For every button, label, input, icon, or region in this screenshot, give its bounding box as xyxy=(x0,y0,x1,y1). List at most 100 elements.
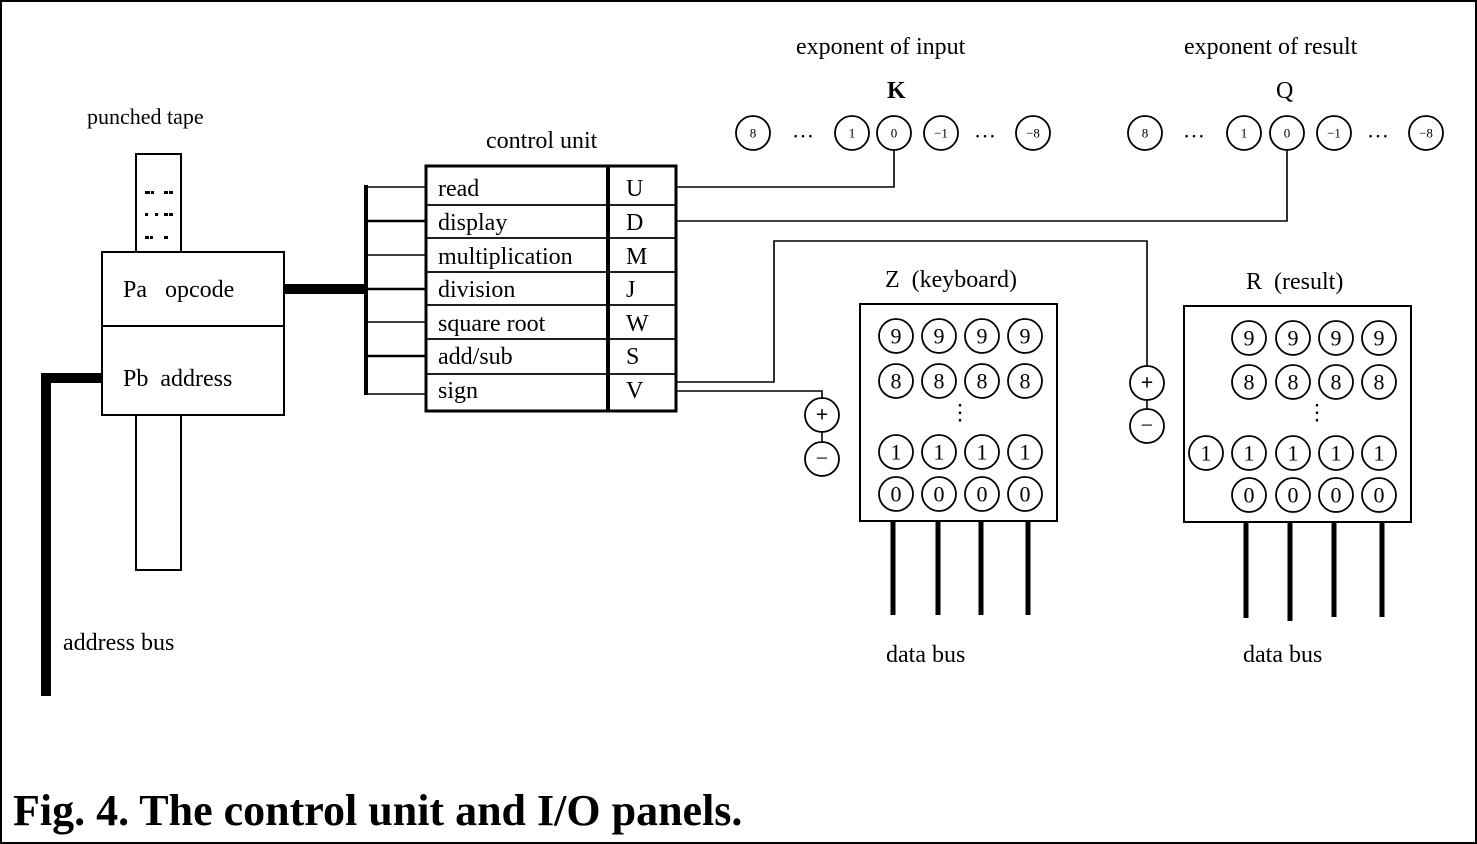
key-rows-ellipsis: ⋮ xyxy=(949,400,971,425)
result-lamp-8 xyxy=(1318,364,1354,400)
result-data-bus-label: data bus xyxy=(1243,642,1322,668)
punched-tape-upper xyxy=(135,153,182,255)
key-0[interactable] xyxy=(921,476,957,512)
key-8[interactable] xyxy=(921,363,957,399)
control-unit-row: read U xyxy=(438,176,643,202)
key-9[interactable] xyxy=(878,318,914,354)
wire-sign-to-result-sign xyxy=(676,240,1148,383)
control-unit-row: sign V xyxy=(438,378,644,404)
exponent-result-lamps: 8 … 1 0 −1 … −8 xyxy=(1127,115,1444,151)
result-minus-lamp xyxy=(1129,408,1165,444)
punched-tape-lower xyxy=(135,414,182,571)
svg-text:9: 9 xyxy=(891,324,902,349)
svg-text:9: 9 xyxy=(934,324,945,349)
code-d: D xyxy=(626,210,643,236)
control-unit-row: display D xyxy=(438,210,643,236)
keyboard-minus-lamp xyxy=(804,441,840,477)
key-1[interactable] xyxy=(964,434,1000,470)
svg-text:1: 1 xyxy=(934,440,945,465)
pb-address-box xyxy=(101,325,285,416)
key-8[interactable] xyxy=(1007,363,1043,399)
punched-tape xyxy=(135,153,182,571)
control-unit-row: division J xyxy=(438,277,635,303)
svg-text:8: 8 xyxy=(1288,370,1299,395)
operation-add-sub: add/sub xyxy=(438,344,513,370)
code-j: J xyxy=(626,277,635,303)
result-row-1: 1 1 1 1 1 xyxy=(1188,435,1397,471)
pb-address-label: Pb address xyxy=(123,366,232,392)
exponent-lamp: 0 xyxy=(1269,115,1305,151)
key-9[interactable] xyxy=(1007,318,1043,354)
key-row-0: 0 0 0 0 xyxy=(878,476,1043,512)
lamp-ellipsis: … xyxy=(1183,118,1205,143)
code-w: W xyxy=(626,311,649,337)
code-s: S xyxy=(626,344,639,370)
keyboard-key-grid[interactable]: 9 9 9 9 8 8 8 8 ⋮ 1 1 1 1 0 0 0 xyxy=(878,318,1043,512)
result-row-8: 8 8 8 8 xyxy=(1231,364,1397,400)
keyboard-data-bus-label: data bus xyxy=(886,642,965,668)
wire-read-to-k xyxy=(676,150,895,188)
svg-text:8: 8 xyxy=(750,126,757,141)
key-0[interactable] xyxy=(964,476,1000,512)
key-0[interactable] xyxy=(878,476,914,512)
result-lamp-9 xyxy=(1361,320,1397,356)
result-lamp-1 xyxy=(1275,435,1311,471)
svg-text:8: 8 xyxy=(1244,370,1255,395)
svg-text:1: 1 xyxy=(1331,441,1342,466)
result-lamp-9 xyxy=(1318,320,1354,356)
svg-text:−8: −8 xyxy=(1026,126,1040,141)
svg-text:1: 1 xyxy=(1244,441,1255,466)
key-9[interactable] xyxy=(921,318,957,354)
svg-text:1: 1 xyxy=(1288,441,1299,466)
exponent-lamp: 1 xyxy=(834,115,870,151)
svg-text:1: 1 xyxy=(891,440,902,465)
control-unit-row: add/sub S xyxy=(438,344,639,370)
svg-text:0: 0 xyxy=(1288,483,1299,508)
svg-text:−1: −1 xyxy=(1327,126,1341,141)
wire-sign-to-keyboard-sign xyxy=(676,390,823,398)
svg-text:8: 8 xyxy=(1142,126,1149,141)
exponent-lamp: 1 xyxy=(1226,115,1262,151)
exponent-input-title: exponent of input xyxy=(796,34,966,60)
key-1[interactable] xyxy=(921,434,957,470)
keyboard-data-bus xyxy=(890,521,1031,615)
svg-text:0: 0 xyxy=(977,482,988,507)
result-row-9: 9 9 9 9 xyxy=(1231,320,1397,356)
key-1[interactable] xyxy=(1007,434,1043,470)
figure-caption: Fig. 4. The control unit and I/O panels. xyxy=(13,786,742,835)
key-0[interactable] xyxy=(1007,476,1043,512)
operation-display: display xyxy=(438,210,507,236)
result-lamp-0 xyxy=(1361,477,1397,513)
key-8[interactable] xyxy=(878,363,914,399)
svg-text:0: 0 xyxy=(1284,126,1291,141)
exponent-lamp: −8 xyxy=(1408,115,1444,151)
result-panel-title: R (result) xyxy=(1246,269,1343,295)
key-8[interactable] xyxy=(964,363,1000,399)
result-lamp-9 xyxy=(1231,320,1267,356)
pa-opcode-label: Pa opcode xyxy=(123,277,234,303)
lamp-ellipsis: … xyxy=(792,118,814,143)
keyboard-panel-title: Z (keyboard) xyxy=(885,267,1017,293)
svg-text:0: 0 xyxy=(1244,483,1255,508)
key-9[interactable] xyxy=(964,318,1000,354)
tape-holes xyxy=(145,191,173,239)
control-unit-table xyxy=(424,164,678,413)
key-1[interactable] xyxy=(878,434,914,470)
exponent-input-register: K xyxy=(887,78,906,104)
key-row-9: 9 9 9 9 xyxy=(878,318,1043,354)
svg-text:0: 0 xyxy=(891,482,902,507)
result-sign-lamps: + − xyxy=(1129,365,1165,444)
result-lamp-1 xyxy=(1231,435,1267,471)
svg-text:1: 1 xyxy=(1374,441,1385,466)
keyboard-sign-switch: + − xyxy=(804,397,840,477)
result-minus-sign: − xyxy=(1141,413,1153,438)
exponent-lamp: −1 xyxy=(923,115,959,151)
exponent-lamp: 8 xyxy=(1127,115,1163,151)
svg-text:8: 8 xyxy=(891,369,902,394)
keyboard-minus-sign: − xyxy=(816,446,828,471)
result-lamp-grid: 9 9 9 9 8 8 8 8 ⋮ 1 1 1 1 1 0 0 xyxy=(1188,320,1397,513)
svg-text:8: 8 xyxy=(1020,369,1031,394)
svg-text:0: 0 xyxy=(1020,482,1031,507)
svg-text:9: 9 xyxy=(977,324,988,349)
